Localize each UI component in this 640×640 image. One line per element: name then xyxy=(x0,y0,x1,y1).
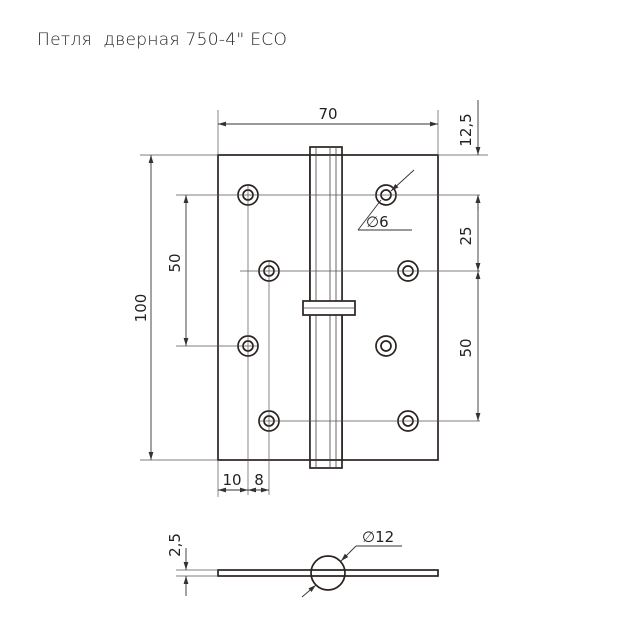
center-lines xyxy=(176,185,480,495)
drawing-title: Петля дверная 750-4" ECO xyxy=(37,30,288,50)
dimension-height-100: 100 xyxy=(132,154,218,461)
dimension-thickness: 2,5 xyxy=(166,533,218,596)
dim-thickness-label: 2,5 xyxy=(166,533,184,557)
dim-25-label: 25 xyxy=(457,226,475,245)
dim-width-label: 70 xyxy=(318,105,337,123)
dimension-bottom-10-8: 10 8 xyxy=(217,460,269,497)
dimension-width-70: 70 xyxy=(217,105,439,155)
left-leaf xyxy=(217,154,311,461)
dim-left-50-label: 50 xyxy=(166,253,184,272)
side-knuckle xyxy=(310,555,346,591)
dimension-knuckle-diameter: ∅12 xyxy=(301,528,402,598)
dimension-right-50: 50 xyxy=(457,271,481,421)
dim-10-label: 10 xyxy=(222,471,241,489)
hinge-side-view xyxy=(217,555,439,591)
side-leaf-right xyxy=(343,569,439,577)
side-leaf-left xyxy=(217,569,313,577)
dimension-top-12-5: 12,5 xyxy=(438,100,488,210)
dim-knuckle-dia-label: ∅12 xyxy=(362,528,394,546)
right-leaf xyxy=(341,154,439,461)
dimension-right-25: 25 xyxy=(457,195,481,271)
dimension-hole-diameter: ∅6 xyxy=(357,169,415,231)
dim-8-label: 8 xyxy=(254,471,264,489)
hole-right-3 xyxy=(375,335,397,357)
dimension-left-50: 50 xyxy=(166,195,189,346)
hinge-front-view xyxy=(176,146,480,495)
dim-hole-dia-label: ∅6 xyxy=(366,213,389,231)
dim-top-offset-label: 12,5 xyxy=(457,113,475,146)
dim-right-50-label: 50 xyxy=(457,338,475,357)
dim-height-label: 100 xyxy=(132,294,150,323)
knuckle xyxy=(302,146,356,469)
